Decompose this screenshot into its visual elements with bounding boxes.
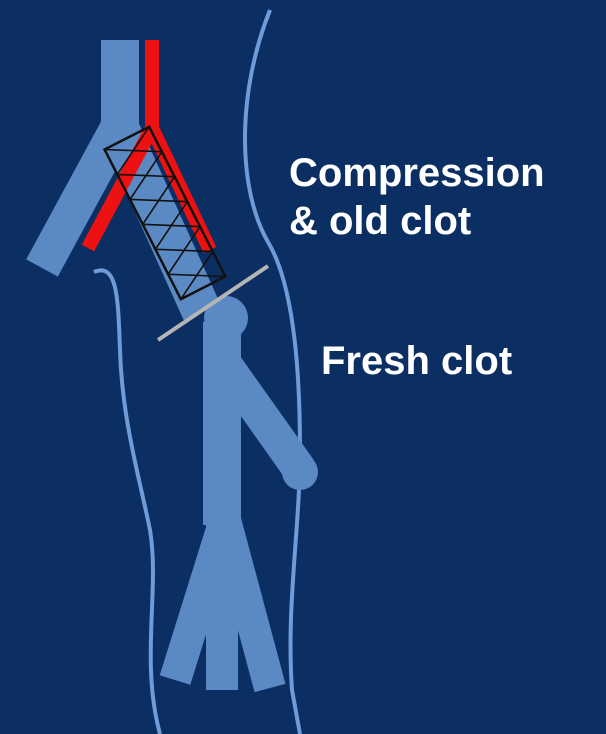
leg-outline-inner [94,270,160,734]
vein-system [42,40,300,690]
compression-old-clot-label: Compression & old clot [289,153,545,241]
profunda-bulb [282,454,318,490]
compression-label-line2: & old clot [289,201,545,241]
fresh-clot-label: Fresh clot [321,341,512,381]
compression-label-line1: Compression [289,153,545,193]
